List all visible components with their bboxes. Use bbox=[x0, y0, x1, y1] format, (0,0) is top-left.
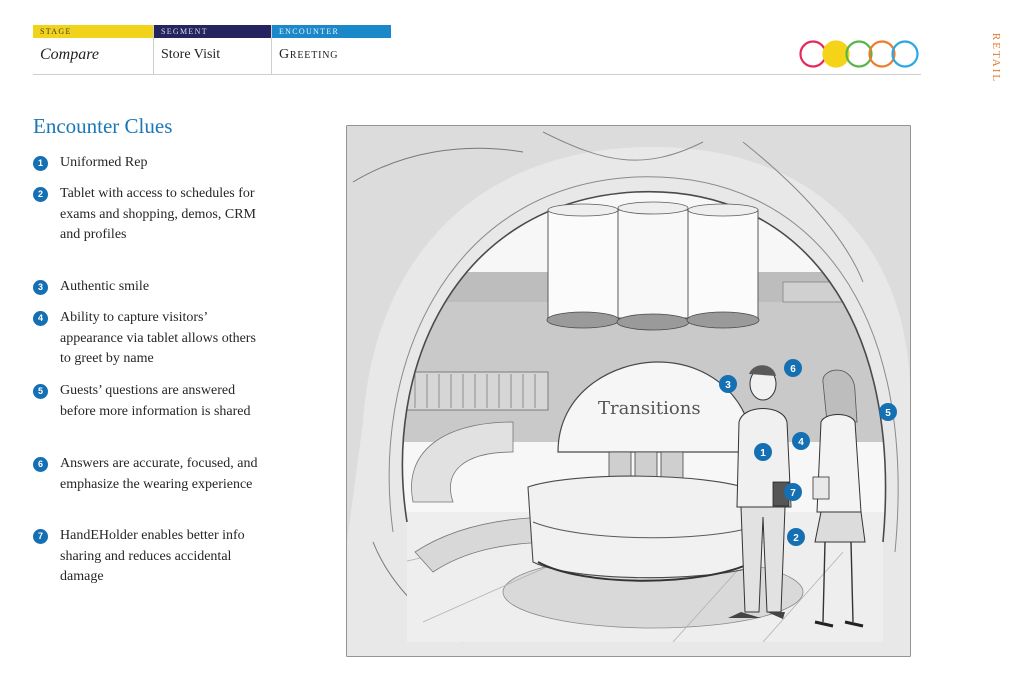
stage-label: STAGE bbox=[33, 25, 153, 38]
clue-number-badge: 4 bbox=[33, 311, 48, 326]
segment-column: SEGMENT Store Visit bbox=[153, 25, 271, 75]
marker-2-icon: 2 bbox=[787, 528, 805, 546]
clue-number-badge: 3 bbox=[33, 280, 48, 295]
clue-text: Guests’ questions are answered before mo… bbox=[60, 383, 251, 419]
encounter-column: ENCOUNTER Greeting bbox=[271, 25, 391, 75]
segment-value: Store Visit bbox=[161, 47, 221, 62]
encounter-value: Greeting bbox=[279, 47, 339, 62]
marker-7-icon: 7 bbox=[784, 483, 802, 501]
marker-6-icon: 6 bbox=[784, 359, 802, 377]
stage-rings-logo bbox=[799, 40, 919, 68]
clue-number-badge: 6 bbox=[33, 457, 48, 472]
svg-text:1: 1 bbox=[760, 448, 766, 459]
svg-text:5: 5 bbox=[885, 408, 891, 419]
marker-4-icon: 4 bbox=[792, 432, 810, 450]
segment-label: SEGMENT bbox=[154, 25, 271, 38]
ring-2-icon bbox=[822, 40, 850, 68]
svg-text:6: 6 bbox=[790, 364, 796, 375]
svg-text:7: 7 bbox=[790, 488, 796, 499]
stage-value: Compare bbox=[40, 46, 99, 63]
ring-3-icon bbox=[845, 40, 873, 68]
clue-number-badge: 2 bbox=[33, 187, 48, 202]
clue-text: Authentic smile bbox=[60, 279, 150, 294]
store-greeting-sketch: Transitions 1 2 3 bbox=[346, 125, 911, 657]
encounter-header: STAGE Compare SEGMENT Store Visit ENCOUN… bbox=[33, 25, 921, 75]
clue-number-badge: 7 bbox=[33, 529, 48, 544]
svg-text:2: 2 bbox=[793, 533, 799, 544]
sign-logo-text: Transitions bbox=[598, 398, 701, 419]
side-label-text: RETAIL bbox=[990, 32, 1003, 84]
encounter-label: ENCOUNTER bbox=[272, 25, 391, 38]
clue-text: Uniformed Rep bbox=[60, 155, 148, 170]
stage-column: STAGE Compare bbox=[33, 25, 153, 75]
marker-1-icon: 1 bbox=[754, 443, 772, 461]
ring-5-icon bbox=[891, 40, 919, 68]
ring-4-icon bbox=[868, 40, 896, 68]
marker-3-icon: 3 bbox=[719, 375, 737, 393]
clues-title: Encounter Clues bbox=[33, 114, 173, 138]
ring-1-icon bbox=[799, 40, 827, 68]
clue-text: HandEHolder enables better info sharing … bbox=[60, 528, 245, 584]
marker-5-icon: 5 bbox=[879, 403, 897, 421]
clue-number-badge: 5 bbox=[33, 384, 48, 399]
clue-text: Answers are accurate, focused, and empha… bbox=[60, 456, 258, 492]
clue-text: Tablet with access to schedules for exam… bbox=[60, 186, 256, 242]
svg-text:4: 4 bbox=[798, 437, 804, 448]
side-label: RETAIL bbox=[990, 20, 1013, 90]
svg-text:3: 3 bbox=[725, 380, 731, 391]
clue-text: Ability to capture visitors’ appearance … bbox=[60, 310, 256, 366]
clue-number-badge: 1 bbox=[33, 156, 48, 171]
